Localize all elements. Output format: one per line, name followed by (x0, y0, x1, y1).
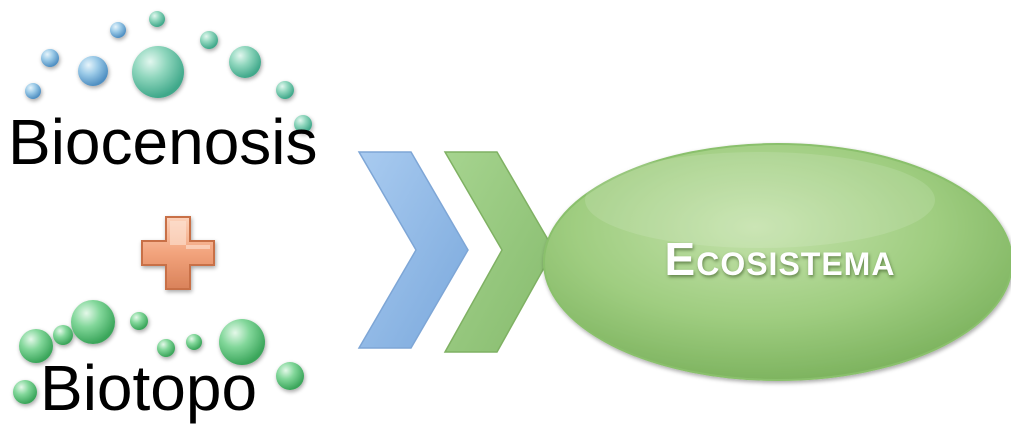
bubble (157, 339, 175, 357)
double-chevron-right-icon (357, 151, 555, 353)
bubble (110, 22, 126, 38)
bubble (186, 334, 202, 350)
bubble (25, 83, 41, 99)
bubble (19, 329, 53, 363)
bubble (130, 312, 148, 330)
biocenosis-bubbles (25, 11, 312, 133)
bubble (276, 81, 294, 99)
plus-icon (141, 216, 215, 290)
ecosistema-label: Ecosistema (664, 233, 896, 285)
bubble (41, 49, 59, 67)
bubble (219, 319, 265, 365)
result-ellipse (543, 143, 1011, 381)
bubble (294, 115, 312, 133)
biotopo-label: Biotopo (40, 352, 258, 424)
bubble (229, 46, 261, 78)
chevron-blue (357, 151, 469, 349)
bubble (78, 56, 108, 86)
chevron-green (443, 151, 555, 353)
bubble (200, 31, 218, 49)
biotopo-bubbles (13, 300, 304, 404)
bubble (71, 300, 115, 344)
bubble (149, 11, 165, 27)
bubble (276, 362, 304, 390)
biocenosis-label: Biocenosis (8, 106, 318, 178)
bubble (53, 325, 73, 345)
bubble (132, 46, 184, 98)
bubble (13, 380, 37, 404)
